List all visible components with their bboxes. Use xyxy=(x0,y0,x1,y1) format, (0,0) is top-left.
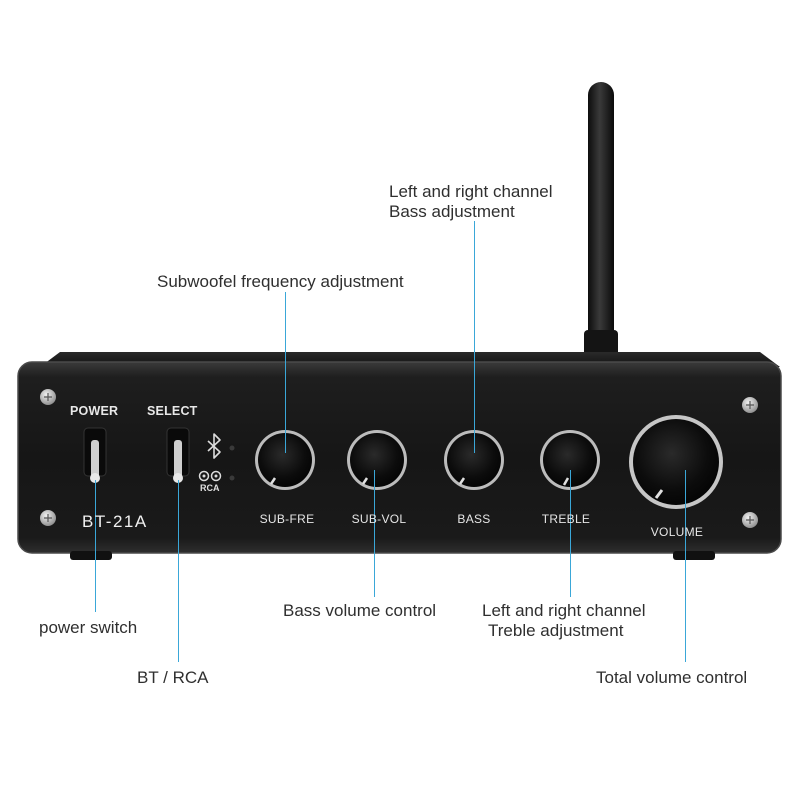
select-toggle-switch[interactable] xyxy=(166,427,190,483)
select-label: SELECT xyxy=(147,404,198,418)
power-toggle-switch[interactable] xyxy=(83,427,107,483)
treble-knob[interactable] xyxy=(540,430,600,490)
volume-knob[interactable] xyxy=(629,415,723,509)
leader-line xyxy=(178,480,179,662)
rca-input-icon xyxy=(198,470,235,482)
treble-label: TREBLE xyxy=(541,512,591,526)
callout-bass-lr-line2: Bass adjustment xyxy=(389,202,515,221)
volume-label: VOLUME xyxy=(650,525,704,539)
callout-bt-rca: BT / RCA xyxy=(137,668,209,687)
callout-bass-volume: Bass volume control xyxy=(283,601,437,620)
bluetooth-icon xyxy=(207,433,235,459)
screw-icon xyxy=(742,512,758,528)
model-name: BT-21A xyxy=(82,512,148,531)
callout-total-volume: Total volume control xyxy=(596,668,748,687)
leader-line xyxy=(570,470,571,597)
bass-knob[interactable] xyxy=(444,430,504,490)
power-label: POWER xyxy=(70,404,119,418)
callout-sub-freq: Subwoofel frequency adjustment xyxy=(157,272,404,291)
callout-treble-lr-line2: Treble adjustment xyxy=(488,621,624,640)
screw-icon xyxy=(40,510,56,526)
callout-bass-lr-line1: Left and right channel xyxy=(389,182,553,201)
antenna xyxy=(584,82,618,362)
sub-fre-knob[interactable] xyxy=(255,430,315,490)
sub-vol-label: SUB-VOL xyxy=(351,512,407,526)
foot xyxy=(673,551,715,560)
callout-treble-lr: Left and right channel Treble adjustment xyxy=(482,601,646,641)
sub-vol-knob[interactable] xyxy=(347,430,407,490)
bass-label: BASS xyxy=(457,512,491,526)
callout-bass-lr: Left and right channel Bass adjustment xyxy=(389,182,553,222)
leader-line xyxy=(374,470,375,597)
leader-line xyxy=(685,470,686,662)
leader-line xyxy=(474,221,475,453)
callout-treble-lr-line1: Left and right channel xyxy=(482,601,646,620)
screw-icon xyxy=(40,389,56,405)
leader-line xyxy=(285,292,286,453)
rca-label: RCA xyxy=(200,483,220,493)
callout-power-switch: power switch xyxy=(39,618,138,637)
foot xyxy=(70,551,112,560)
screw-icon xyxy=(742,397,758,413)
sub-fre-label: SUB-FRE xyxy=(259,512,315,526)
leader-line xyxy=(95,480,96,612)
